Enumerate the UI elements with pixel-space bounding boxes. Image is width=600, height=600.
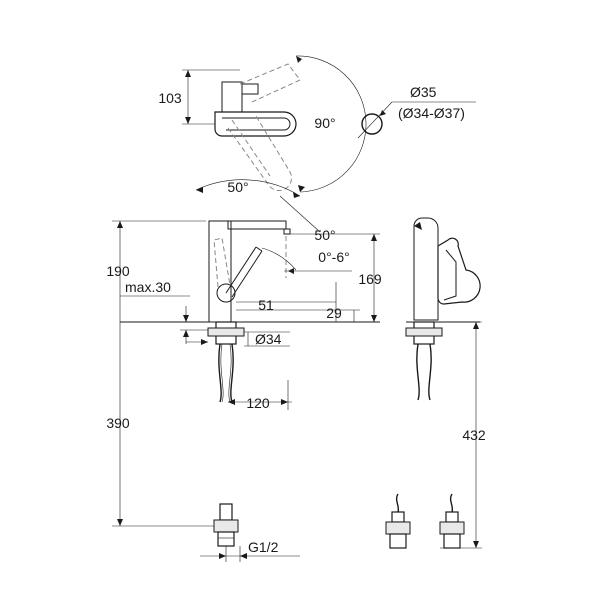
dim-shank-diameter: Ø34 — [255, 331, 282, 347]
dim-thread-size: G1/2 — [248, 539, 279, 555]
dim-lever-swing-angle: 90° — [314, 115, 335, 131]
dim-base-height: 29 — [326, 305, 342, 321]
side-connector-left — [385, 493, 411, 549]
side-connector-right — [439, 493, 465, 549]
side-view: 432 — [385, 217, 486, 549]
hole-detail: Ø35 (Ø34-Ø37) — [357, 84, 476, 139]
dim-spout-reach: 120 — [246, 395, 270, 411]
dim-spout-clearance: 51 — [258, 297, 274, 313]
dim-max-deck-thickness: max.30 — [125, 279, 171, 295]
dim-lever-angle: 50° — [314, 227, 335, 243]
dim-tilt-range: 0°-6° — [318, 249, 349, 265]
dim-spout-swivel-angle: 50° — [227, 179, 248, 195]
dim-hole-diameter: Ø35 — [410, 84, 437, 100]
dim-spout-height: 169 — [358, 271, 382, 287]
top-view: 103 90° — [158, 55, 367, 193]
dim-total-hose-length: 390 — [106, 415, 130, 431]
dim-height-to-lever: 190 — [106, 263, 130, 279]
dim-hole-diameter-range: (Ø34-Ø37) — [398, 105, 465, 121]
dim-side-hose-length: 432 — [462, 427, 486, 443]
dim-lever-height: 103 — [158, 90, 182, 106]
front-view: 50° 50° 0°-6° 190 — [106, 179, 382, 562]
